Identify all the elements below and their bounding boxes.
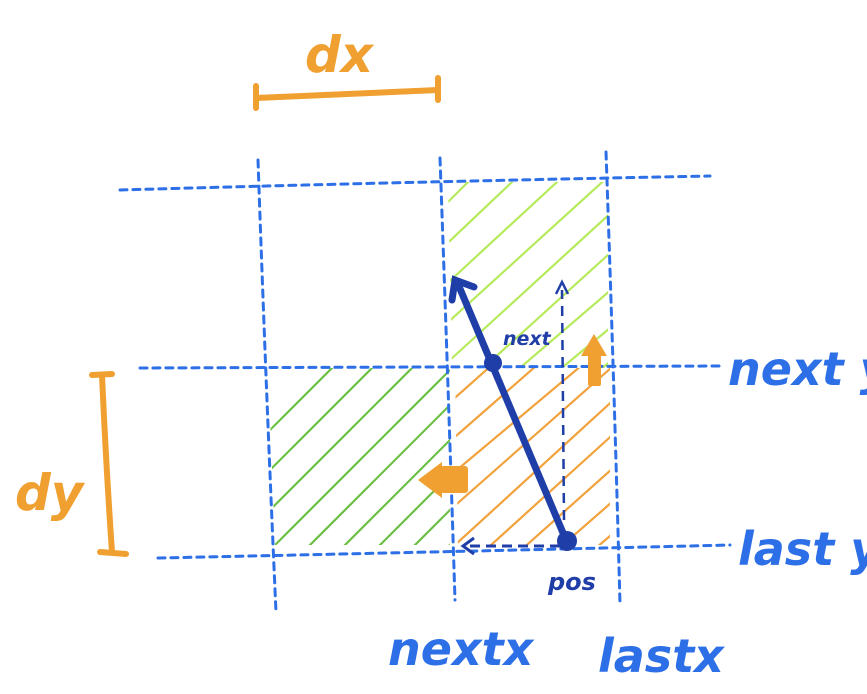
grid-line-last-x [604,150,622,606]
pos-point-label: pos [547,568,596,596]
ray-arrow [448,275,570,544]
next-point [484,354,502,372]
next-x-label: nextx [388,622,535,676]
step-up-arrow [581,334,607,386]
grid-line-next-y [138,364,722,370]
left-cell-hatch [268,368,450,545]
dy-label: dy [15,464,86,522]
last-y-label: last y [738,522,867,576]
top-cell-hatch [448,182,608,368]
grid-line-left [256,158,278,614]
pos-point [557,531,577,551]
last-x-label: lastx [598,629,725,683]
dashed-y-component [554,279,570,521]
current-cell-hatch [455,368,610,545]
step-left-arrow [418,462,468,498]
grid [118,150,732,614]
dx-measure [253,75,441,111]
dx-label: dx [305,26,375,84]
grid-line-next-x [438,156,457,602]
next-y-label: next y [728,342,867,396]
dashed-x-component [460,536,560,556]
grid-line-last-y [156,543,732,560]
grid-line-top [118,174,712,192]
dy-measure [89,371,129,557]
next-point-label: next [503,328,552,350]
